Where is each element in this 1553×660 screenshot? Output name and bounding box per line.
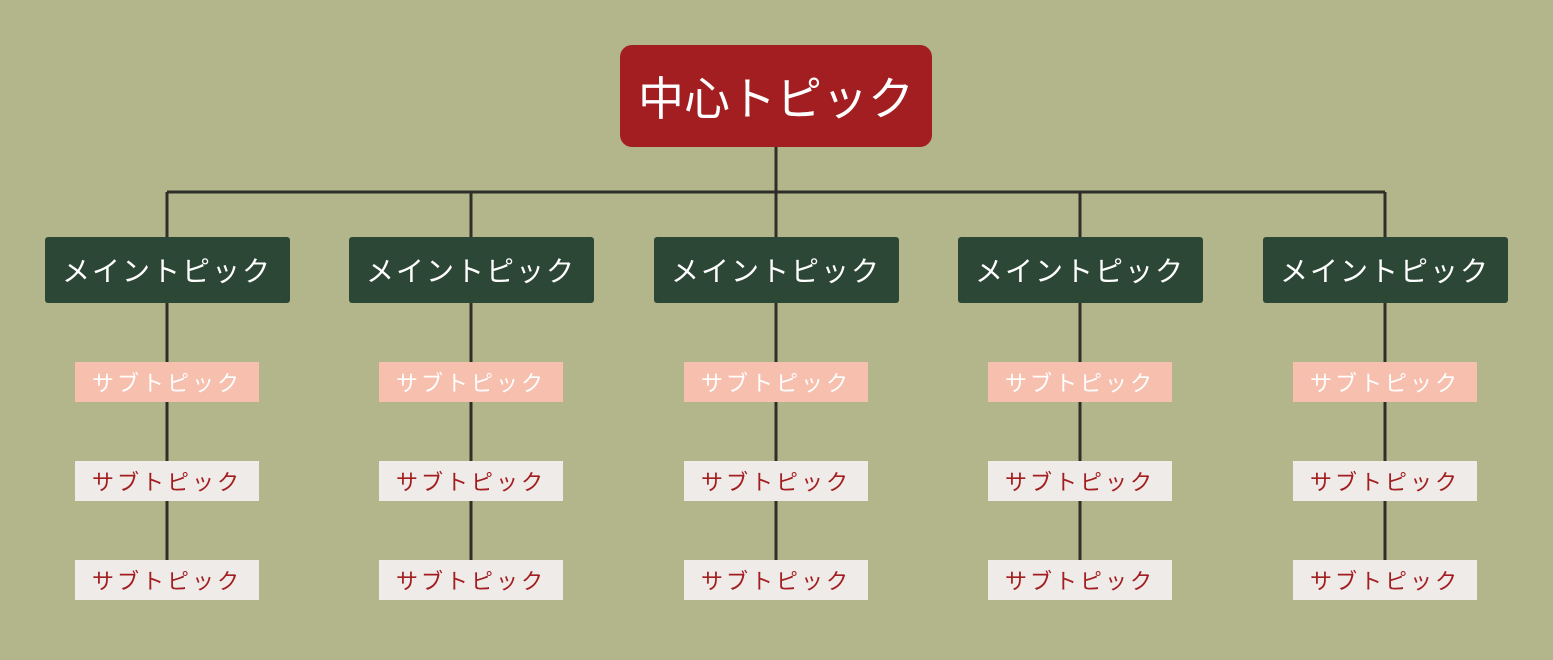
subtopic-2-2[interactable]: サブトピック bbox=[379, 461, 563, 501]
main-topic-3[interactable]: メイントピック bbox=[653, 237, 899, 303]
main-topic-5[interactable]: メイントピック bbox=[1262, 237, 1508, 303]
subtopic-5-2[interactable]: サブトピック bbox=[1293, 461, 1477, 501]
subtopic-5-3[interactable]: サブトピック bbox=[1293, 560, 1477, 600]
central-topic[interactable]: 中心トピック bbox=[620, 45, 932, 147]
subtopic-4-2[interactable]: サブトピック bbox=[988, 461, 1172, 501]
subtopic-3-2[interactable]: サブトピック bbox=[684, 461, 868, 501]
subtopic-3-3[interactable]: サブトピック bbox=[684, 560, 868, 600]
subtopic-5-1[interactable]: サブトピック bbox=[1293, 362, 1477, 402]
subtopic-2-1[interactable]: サブトピック bbox=[379, 362, 563, 402]
subtopic-4-3[interactable]: サブトピック bbox=[988, 560, 1172, 600]
subtopic-4-1[interactable]: サブトピック bbox=[988, 362, 1172, 402]
main-topic-4[interactable]: メイントピック bbox=[957, 237, 1203, 303]
main-topic-2[interactable]: メイントピック bbox=[348, 237, 594, 303]
subtopic-1-2[interactable]: サブトピック bbox=[75, 461, 259, 501]
subtopic-1-1[interactable]: サブトピック bbox=[75, 362, 259, 402]
subtopic-3-1[interactable]: サブトピック bbox=[684, 362, 868, 402]
subtopic-2-3[interactable]: サブトピック bbox=[379, 560, 563, 600]
subtopic-1-3[interactable]: サブトピック bbox=[75, 560, 259, 600]
main-topic-1[interactable]: メイントピック bbox=[44, 237, 290, 303]
